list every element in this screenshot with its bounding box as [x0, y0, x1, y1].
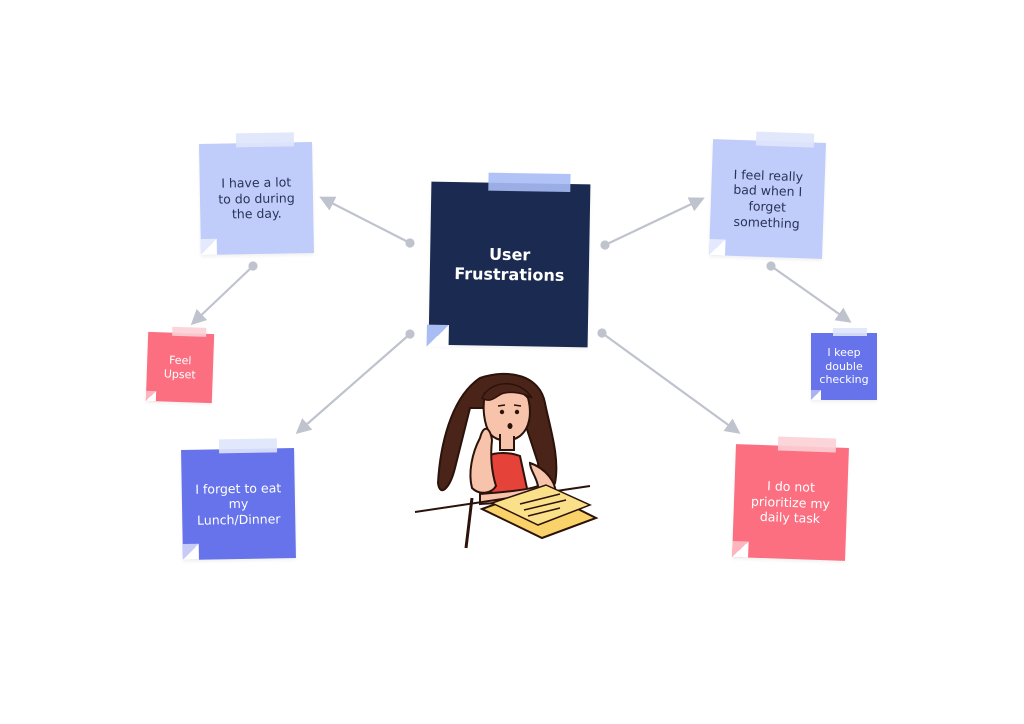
center-note-tape	[488, 172, 571, 193]
center-note: User Frustrations	[426, 172, 591, 348]
note-lot-to-do: I have a lot to do during the day.	[199, 132, 314, 255]
connector-center-to-feel-bad	[604, 197, 705, 246]
note-lot-to-do-text: I have a lot to do during the day.	[218, 174, 295, 222]
note-feel-upset-fold	[145, 390, 157, 402]
connector-center-to-forget-eat	[295, 333, 411, 435]
note-feel-bad-tape	[755, 131, 815, 148]
note-lot-to-do-fold	[200, 238, 217, 255]
note-feel-bad-fold	[709, 239, 726, 256]
note-feel-upset: Feel Upset	[145, 326, 215, 404]
note-not-prioritize-fold	[732, 541, 749, 558]
pen-icon	[464, 497, 474, 549]
center-note-label: User Frustrations	[454, 244, 565, 285]
note-not-prioritize: I do not prioritize my daily task	[732, 436, 849, 561]
note-feel-bad: I feel really bad when I forget somethin…	[709, 131, 826, 259]
note-double-check: I keep double checking	[811, 328, 877, 400]
connector-lot-to-do-to-feel-upset	[190, 265, 254, 326]
note-feel-upset-text: Feel Upset	[163, 353, 196, 382]
note-not-prioritize-text: I do not prioritize my daily task	[750, 478, 831, 527]
note-forget-eat-text: I forget to eat my Lunch/Dinner	[195, 479, 282, 528]
note-forget-eat: I forget to eat my Lunch/Dinner	[181, 438, 296, 560]
note-forget-eat-fold	[182, 543, 199, 560]
center-note-fold	[426, 324, 449, 347]
raised-arm-icon	[469, 427, 498, 494]
note-forget-eat-tape	[218, 438, 278, 454]
note-lot-to-do-tape	[235, 132, 295, 148]
note-double-check-tape	[833, 328, 867, 336]
note-feel-bad-text: I feel really bad when I forget somethin…	[733, 166, 804, 231]
note-feel-upset-tape	[172, 326, 207, 337]
connector-feel-bad-to-double-check	[770, 265, 852, 323]
connector-center-to-lot-to-do	[319, 196, 411, 244]
note-not-prioritize-tape	[777, 436, 837, 453]
connector-center-to-not-prioritize	[601, 332, 741, 434]
note-double-check-fold	[811, 390, 821, 400]
note-double-check-text: I keep double checking	[819, 345, 869, 387]
woman-thinking-at-desk-illustration	[414, 372, 599, 549]
